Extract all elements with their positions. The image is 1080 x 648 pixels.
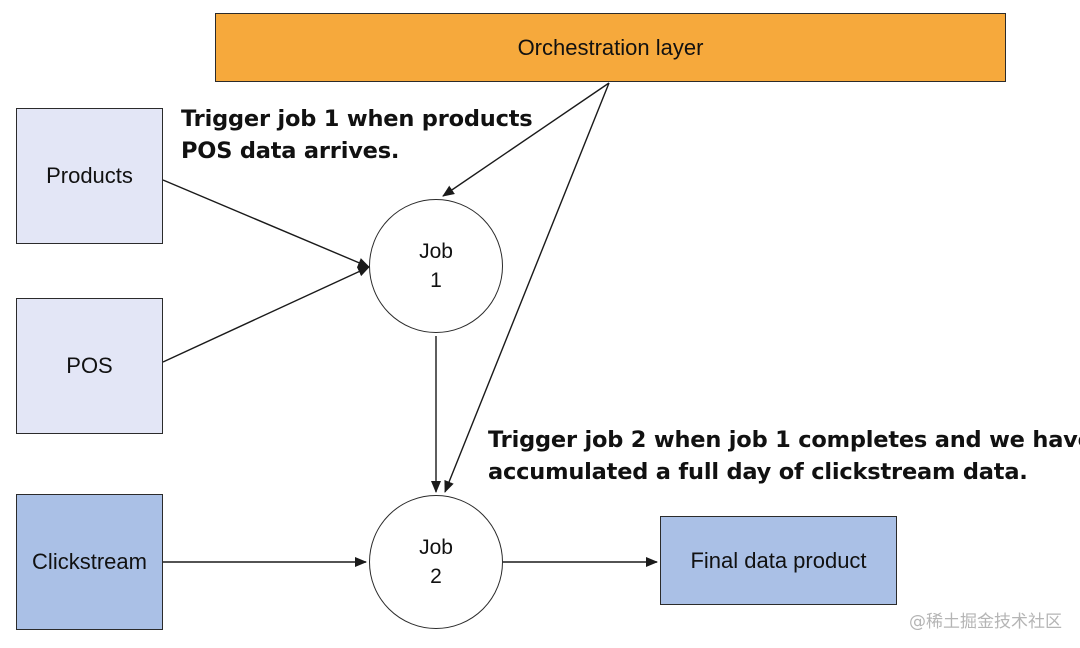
trigger-job-2-line2: accumulated a full day of clickstream da… (488, 459, 1028, 485)
watermark: @稀土掘金技术社区 (909, 612, 1062, 632)
orchestration-layer-label: Orchestration layer (517, 34, 704, 60)
products-source-box: Products (16, 108, 163, 244)
pos-label: POS (66, 353, 113, 378)
final-data-product-label: Final data product (690, 547, 867, 573)
products-label: Products (46, 163, 133, 188)
job-2-label-line2: 2 (430, 565, 442, 588)
trigger-job-1-annotation: Trigger job 1 when products POS data arr… (181, 103, 533, 167)
clickstream-label: Clickstream (32, 549, 147, 574)
job-2-label-line1: Job (419, 536, 453, 559)
trigger-job-2-line1: Trigger job 2 when job 1 completes and w… (488, 427, 1080, 453)
job-1-label-line2: 1 (430, 269, 442, 292)
pos-source-box: POS (16, 298, 163, 434)
arrow-orchestration-to-job2 (444, 82, 610, 493)
trigger-job-1-line2: POS data arrives. (181, 138, 400, 164)
job-2-circle: Job 2 (369, 495, 503, 629)
clickstream-source-box: Clickstream (16, 494, 163, 630)
job-1-circle: Job 1 (369, 199, 503, 333)
trigger-job-2-annotation: Trigger job 2 when job 1 completes and w… (488, 424, 1080, 488)
orchestration-layer-box: Orchestration layer (215, 13, 1006, 82)
final-data-product-box: Final data product (660, 516, 897, 605)
job-1-label-line1: Job (419, 240, 453, 263)
arrow-orchestration-to-job1 (442, 82, 610, 197)
trigger-job-1-line1: Trigger job 1 when products (181, 106, 533, 132)
arrow-pos-to-job1 (162, 266, 370, 363)
arrow-products-to-job1 (162, 179, 370, 268)
